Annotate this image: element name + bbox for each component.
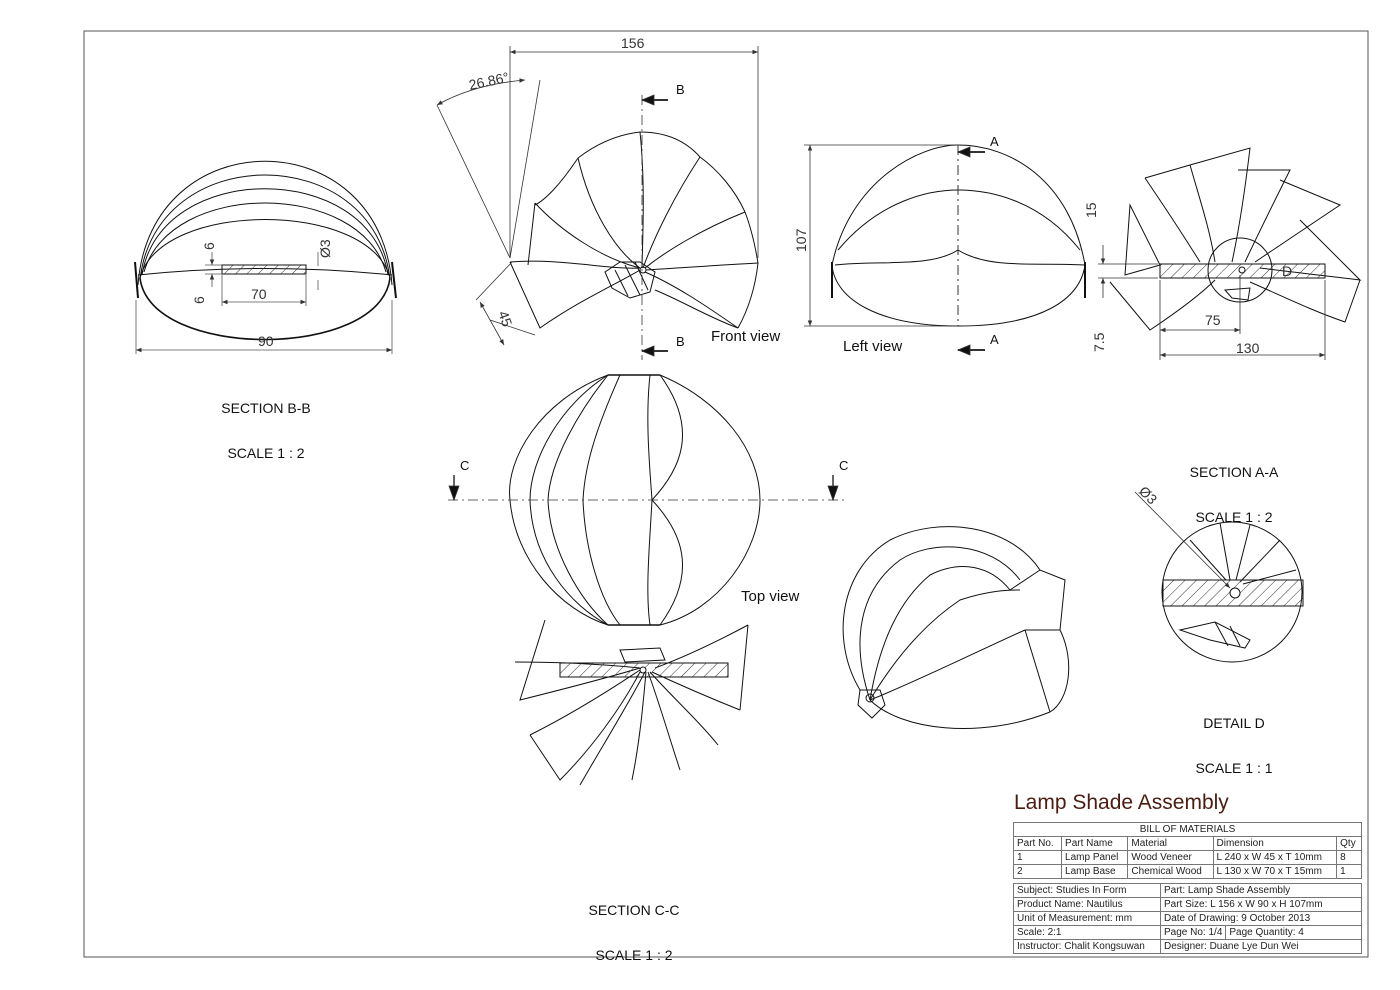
section-aa-annotations bbox=[1098, 245, 1326, 360]
front-view bbox=[509, 131, 759, 329]
detail-d-annotations bbox=[1134, 491, 1231, 589]
bom-row: 2 Lamp Base Chemical Wood L 130 x W 70 x… bbox=[1012, 864, 1362, 879]
bom-title: BILL OF MATERIALS bbox=[1013, 822, 1362, 837]
info-date: Date of Drawing: 9 October 2013 bbox=[1160, 911, 1362, 926]
title-block: Lamp Shade Assembly BILL OF MATERIALS Pa… bbox=[1012, 790, 1363, 954]
marker-b-bottom: B bbox=[676, 334, 685, 349]
section-aa-view bbox=[1109, 147, 1362, 331]
bom-header-cell: Part Name bbox=[1061, 836, 1129, 851]
marker-c-right: C bbox=[839, 458, 848, 473]
section-cc-view bbox=[514, 619, 749, 786]
dim-aa-seventyfive: 75 bbox=[1205, 312, 1221, 328]
bom-header-row: Part No. Part Name Material Dimension Qt… bbox=[1012, 836, 1362, 851]
info-part: Part: Lamp Shade Assembly bbox=[1160, 883, 1362, 898]
isometric-view bbox=[842, 526, 1070, 730]
top-view-section-line bbox=[448, 475, 845, 502]
bom-cell: 8 bbox=[1336, 850, 1362, 865]
marker-a-top: A bbox=[990, 134, 999, 149]
dim-bb-six-b: 6 bbox=[191, 296, 207, 304]
bill-of-materials: BILL OF MATERIALS Part No. Part Name Mat… bbox=[1012, 822, 1362, 879]
info-designer: Designer: Duane Lye Dun Wei bbox=[1160, 939, 1362, 954]
section-bb-scale: SCALE 1 : 2 bbox=[227, 445, 305, 461]
info-page-qty: Page Quantity: 4 bbox=[1225, 925, 1362, 940]
info-unit: Unit of Measurement: mm bbox=[1013, 911, 1161, 926]
left-view bbox=[831, 144, 1086, 327]
bom-cell: Lamp Panel bbox=[1061, 850, 1129, 865]
dim-front-width: 156 bbox=[621, 35, 645, 51]
dim-aa-onethirty: 130 bbox=[1236, 340, 1260, 356]
info-subject: Subject: Studies In Form bbox=[1013, 883, 1161, 898]
bom-cell: Lamp Base bbox=[1061, 864, 1129, 879]
dim-aa-fifteen: 15 bbox=[1083, 202, 1099, 218]
info-part-size: Part Size: L 156 x W 90 x H 107mm bbox=[1160, 897, 1362, 912]
detail-d-title: DETAIL D bbox=[1203, 715, 1265, 731]
section-bb-title: SECTION B-B bbox=[221, 400, 311, 416]
marker-c-left: C bbox=[460, 458, 469, 473]
left-view-annotations bbox=[804, 144, 985, 356]
detail-d-scale: SCALE 1 : 1 bbox=[1195, 760, 1273, 776]
section-aa-title: SECTION A-A bbox=[1189, 464, 1279, 480]
info-scale: Scale: 2:1 bbox=[1013, 925, 1161, 940]
bom-header-cell: Qty bbox=[1336, 836, 1362, 851]
bom-cell: 1 bbox=[1012, 850, 1063, 865]
bom-cell: 2 bbox=[1012, 864, 1063, 879]
section-aa-label: SECTION A-A SCALE 1 : 2 bbox=[1164, 435, 1304, 540]
detail-d-letter: D bbox=[1282, 263, 1292, 279]
bom-cell: L 130 x W 70 x T 15mm bbox=[1212, 864, 1338, 879]
dim-bb-slot: 70 bbox=[251, 286, 267, 302]
detail-d-view bbox=[1161, 521, 1304, 663]
left-view-label: Left view bbox=[843, 338, 903, 355]
dim-aa-seven: 7.5 bbox=[1091, 332, 1107, 352]
drawing-info-table: Subject: Studies In Form Part: Lamp Shad… bbox=[1013, 883, 1362, 954]
top-view-label: Top view bbox=[741, 588, 800, 605]
info-instructor: Instructor: Chalit Kongsuwan bbox=[1013, 939, 1161, 954]
marker-a-bottom: A bbox=[990, 332, 999, 347]
section-aa-scale: SCALE 1 : 2 bbox=[1195, 509, 1273, 525]
section-cc-label: SECTION C-C SCALE 1 : 2 bbox=[564, 873, 704, 978]
bom-row: 1 Lamp Panel Wood Veneer L 240 x W 45 x … bbox=[1012, 850, 1362, 865]
section-bb-view bbox=[134, 160, 397, 341]
section-cc-title: SECTION C-C bbox=[588, 902, 680, 918]
bom-cell: Wood Veneer bbox=[1127, 850, 1214, 865]
bom-cell: L 240 x W 45 x T 10mm bbox=[1212, 850, 1338, 865]
dim-front-blade: 45 bbox=[495, 309, 515, 329]
section-cc-scale: SCALE 1 : 2 bbox=[595, 947, 673, 963]
marker-b-top: B bbox=[676, 82, 685, 97]
front-view-annotations bbox=[436, 46, 759, 360]
bom-cell: Chemical Wood bbox=[1127, 864, 1214, 879]
dim-bb-six-a: 6 bbox=[201, 242, 217, 250]
dim-detail-hole: Ø3 bbox=[1136, 483, 1161, 508]
section-bb-label: SECTION B-B SCALE 1 : 2 bbox=[196, 371, 336, 476]
dim-bb-width: 90 bbox=[258, 333, 274, 349]
section-bb-dimensions bbox=[135, 252, 393, 354]
bom-header-cell: Dimension bbox=[1212, 836, 1338, 851]
dim-left-height: 107 bbox=[793, 228, 809, 252]
bom-header-cell: Material bbox=[1127, 836, 1214, 851]
dim-front-angle: 26.86° bbox=[467, 69, 510, 93]
info-product: Product Name: Nautilus bbox=[1013, 897, 1161, 912]
detail-d-label: DETAIL D SCALE 1 : 1 bbox=[1164, 686, 1304, 791]
front-view-label: Front view bbox=[711, 328, 781, 345]
sheet-border bbox=[83, 30, 1369, 958]
info-page-no: Page No: 1/4 bbox=[1159, 925, 1227, 940]
drawing-title: Lamp Shade Assembly bbox=[1014, 791, 1229, 814]
dim-bb-hole: Ø3 bbox=[317, 239, 333, 258]
bom-header-cell: Part No. bbox=[1012, 836, 1063, 851]
bb-base-slot bbox=[221, 264, 307, 275]
bom-cell: 1 bbox=[1336, 864, 1362, 879]
